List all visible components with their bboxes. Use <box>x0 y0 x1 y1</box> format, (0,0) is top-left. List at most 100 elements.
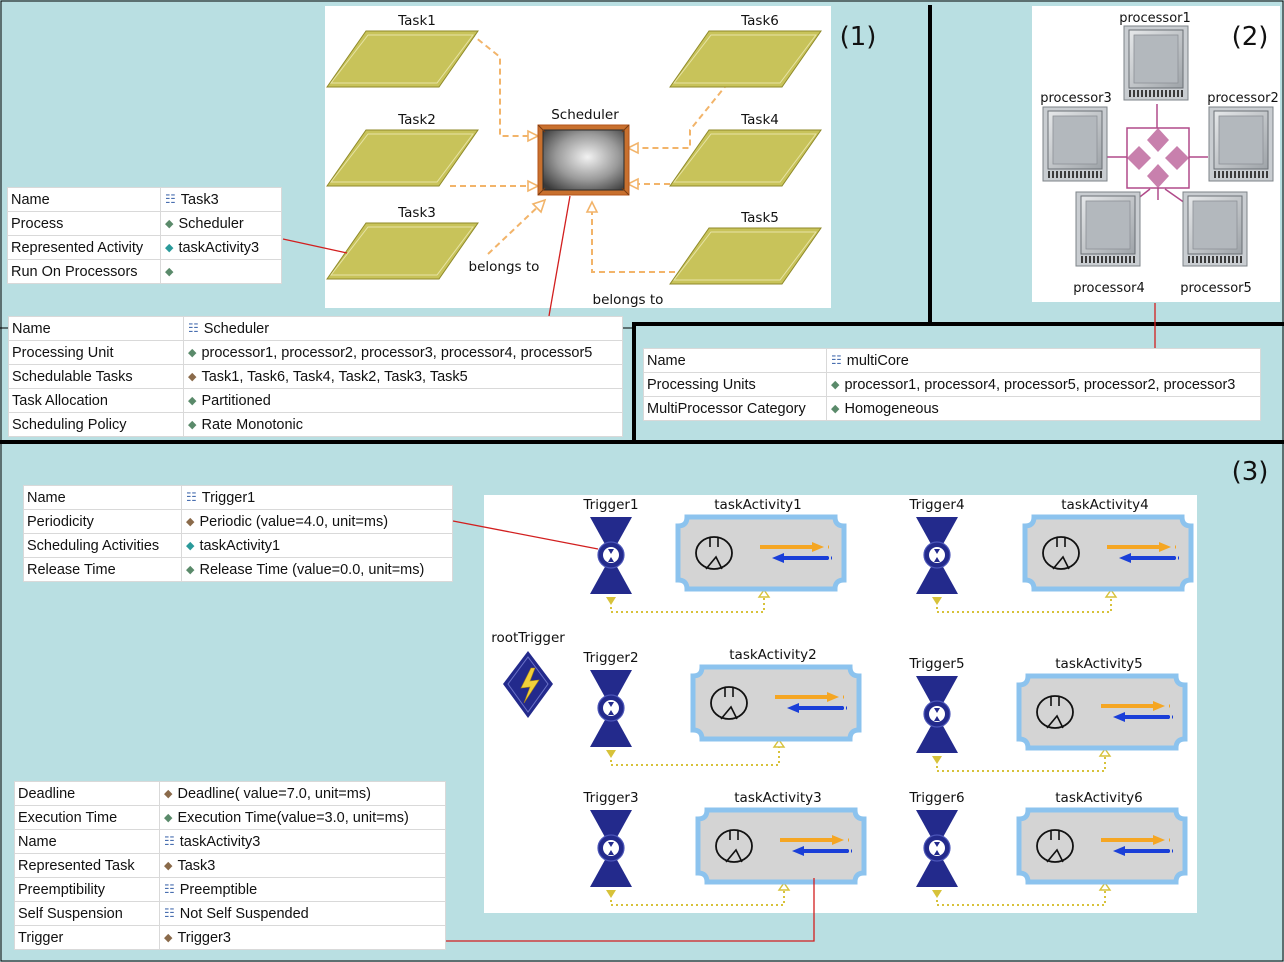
property-row[interactable]: Name☷Task3 <box>7 187 282 212</box>
property-value-cell[interactable]: ☷Not Self Suspended <box>159 901 446 926</box>
task-node[interactable]: Task3 <box>326 205 479 280</box>
task-node[interactable]: Task4 <box>669 112 822 187</box>
callout-lines <box>446 520 815 942</box>
property-key: Name <box>7 187 161 212</box>
property-value-cell[interactable]: ◆Periodic (value=4.0, unit=ms) <box>181 509 453 534</box>
property-row[interactable]: Name☷Scheduler <box>8 316 623 341</box>
property-row[interactable]: Trigger◆Trigger3 <box>14 925 446 950</box>
task-activity-node[interactable]: taskActivity5 <box>1016 656 1188 751</box>
property-value-cell[interactable]: ◆Deadline( value=7.0, unit=ms) <box>159 781 446 806</box>
link-arrowhead <box>1098 747 1112 757</box>
property-row[interactable]: Self Suspension☷Not Self Suspended <box>14 901 446 926</box>
task-activity-node[interactable]: taskActivity4 <box>1022 497 1194 592</box>
root-trigger-node[interactable] <box>503 651 553 718</box>
property-row[interactable]: Name☷multiCore <box>643 348 1261 373</box>
property-value-cell[interactable]: ◆Rate Monotonic <box>183 412 623 437</box>
property-value-cell[interactable]: ☷multiCore <box>826 348 1261 373</box>
property-row[interactable]: Processing Units◆processor1, processor4,… <box>643 372 1261 397</box>
property-row[interactable]: Task Allocation◆Partitioned <box>8 388 623 413</box>
property-value-cell[interactable]: ◆Homogeneous <box>826 396 1261 421</box>
property-value-cell[interactable]: ◆Partitioned <box>183 388 623 413</box>
trigger-activity-link <box>936 887 1106 906</box>
property-row[interactable]: Execution Time◆Execution Time(value=3.0,… <box>14 805 446 830</box>
property-key: Self Suspension <box>14 901 160 926</box>
processor-chip[interactable] <box>1075 191 1141 267</box>
processor-chip[interactable] <box>1042 106 1108 182</box>
property-key: Execution Time <box>14 805 160 830</box>
task-node[interactable]: Task2 <box>326 112 479 187</box>
trigger-node[interactable]: Trigger2 <box>582 650 639 758</box>
property-value-cell[interactable]: ◆processor1, processor2, processor3, pro… <box>183 340 623 365</box>
task-activity-label: taskActivity1 <box>714 497 802 513</box>
task-node[interactable]: Task5 <box>669 210 822 285</box>
processor-chip[interactable] <box>1182 191 1248 267</box>
property-key: Task Allocation <box>8 388 184 413</box>
property-row[interactable]: Scheduling Activities◆taskActivity1 <box>23 533 453 558</box>
root-trigger-label: rootTrigger <box>491 630 565 646</box>
property-value-cell[interactable]: ◆ <box>160 259 282 284</box>
property-row[interactable]: Process◆Scheduler <box>7 211 282 236</box>
property-row[interactable]: Name☷taskActivity3 <box>14 829 446 854</box>
property-key: Trigger <box>14 925 160 950</box>
property-value-cell[interactable]: ◆processor1, processor4, processor5, pro… <box>826 372 1261 397</box>
property-row[interactable]: Deadline◆Deadline( value=7.0, unit=ms) <box>14 781 446 806</box>
property-value: Scheduler <box>203 320 270 337</box>
scheduler-node[interactable] <box>537 124 630 196</box>
property-row[interactable]: MultiProcessor Category◆Homogeneous <box>643 396 1261 421</box>
processor-label: processor2 <box>1207 91 1279 106</box>
property-row[interactable]: Schedulable Tasks◆Task1, Task6, Task4, T… <box>8 364 623 389</box>
property-value-cell[interactable]: ☷Preemptible <box>159 877 446 902</box>
task-label: Task4 <box>740 112 779 128</box>
trigger-activity-link <box>610 594 765 613</box>
diamond-icon: ◆ <box>186 563 195 576</box>
property-row[interactable]: Periodicity◆Periodic (value=4.0, unit=ms… <box>23 509 453 534</box>
multicore-hub[interactable] <box>1126 127 1190 200</box>
trigger-node[interactable]: Trigger4 <box>908 497 965 605</box>
multicore-diagram <box>1032 6 1280 302</box>
property-value-cell[interactable]: ☷taskActivity3 <box>159 829 446 854</box>
property-row[interactable]: Preemptibility☷Preemptible <box>14 877 446 902</box>
task-activity-node[interactable]: taskActivity2 <box>690 647 862 742</box>
property-row[interactable]: Run On Processors◆ <box>7 259 282 284</box>
property-value-cell[interactable]: ◆Release Time (value=0.0, unit=ms) <box>181 557 453 582</box>
trigger-node[interactable]: Trigger6 <box>908 790 965 898</box>
task-activity-node[interactable]: taskActivity3 <box>695 790 867 885</box>
property-value-cell[interactable]: ◆Execution Time(value=3.0, unit=ms) <box>159 805 446 830</box>
trigger-node[interactable]: Trigger1 <box>582 497 639 605</box>
task-node[interactable]: Task6 <box>669 13 822 88</box>
task-activity-node[interactable]: taskActivity6 <box>1016 790 1188 885</box>
trigger-node[interactable]: Trigger5 <box>908 656 965 764</box>
property-key: Run On Processors <box>7 259 161 284</box>
property-row[interactable]: Represented Activity◆taskActivity3 <box>7 235 282 260</box>
property-value-cell[interactable]: ◆Trigger3 <box>159 925 446 950</box>
trigger-node[interactable]: Trigger3 <box>582 790 639 898</box>
processor-chip[interactable] <box>1123 25 1189 101</box>
property-value-cell[interactable]: ◆Scheduler <box>160 211 282 236</box>
property-row[interactable]: Processing Unit◆processor1, processor2, … <box>8 340 623 365</box>
property-key: Name <box>14 829 160 854</box>
property-value-cell[interactable]: ☷Task3 <box>160 187 282 212</box>
task-node[interactable]: Task1 <box>326 13 479 88</box>
property-value-cell[interactable]: ◆taskActivity1 <box>181 533 453 558</box>
list-icon: ☷ <box>186 489 197 504</box>
processor-chip[interactable] <box>1208 106 1274 182</box>
property-row[interactable]: Name☷Trigger1 <box>23 485 453 510</box>
link-arrowhead <box>772 738 786 748</box>
property-value: Rate Monotonic <box>201 416 304 433</box>
property-row[interactable]: Scheduling Policy◆Rate Monotonic <box>8 412 623 437</box>
property-value-cell[interactable]: ◆Task3 <box>159 853 446 878</box>
property-value-cell[interactable]: ☷Trigger1 <box>181 485 453 510</box>
property-value-cell[interactable]: ◆Task1, Task6, Task4, Task2, Task3, Task… <box>183 364 623 389</box>
property-value: processor1, processor2, processor3, proc… <box>201 344 593 361</box>
property-value-cell[interactable]: ◆taskActivity3 <box>160 235 282 260</box>
property-value-cell[interactable]: ☷Scheduler <box>183 316 623 341</box>
list-icon: ☷ <box>164 833 175 848</box>
task-activity-node[interactable]: taskActivity1 <box>675 497 847 592</box>
property-row[interactable]: Represented Task◆Task3 <box>14 853 446 878</box>
property-row[interactable]: Release Time◆Release Time (value=0.0, un… <box>23 557 453 582</box>
task-activity-label: taskActivity2 <box>729 647 817 663</box>
